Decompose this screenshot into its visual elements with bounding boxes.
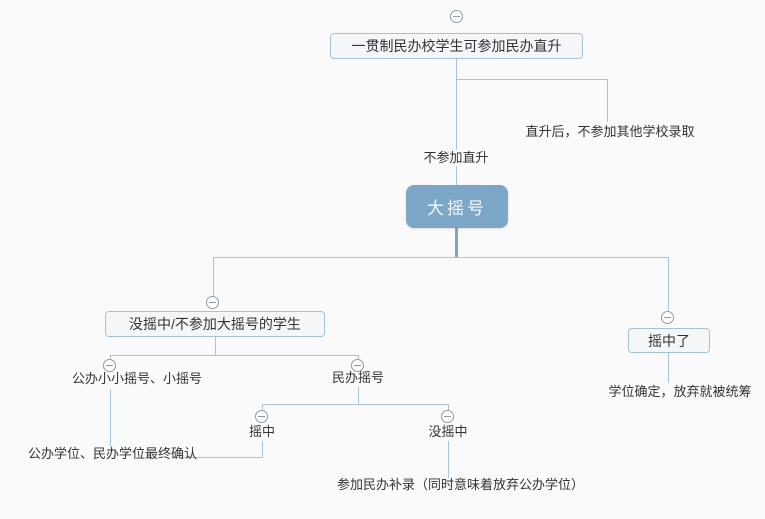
node-big-lottery[interactable]: 大摇号 (406, 185, 508, 228)
label-public-small-lottery[interactable]: 公办小小摇号、小摇号 (71, 371, 202, 386)
label-seat-confirmed[interactable]: 学位确定，放弃就被统筹 (608, 384, 752, 399)
collapse-toggle[interactable] (255, 410, 268, 423)
label-won[interactable]: 摇中 (248, 424, 275, 439)
connector-line (607, 79, 608, 122)
label-final-confirmation[interactable]: 公办学位、民办学位最终确认 (28, 446, 198, 461)
connector-line (668, 353, 669, 383)
connector-line (456, 59, 457, 150)
collapse-toggle[interactable] (206, 296, 219, 309)
connector-line (456, 79, 608, 80)
collapse-toggle[interactable] (103, 359, 116, 372)
minus-icon (444, 416, 451, 417)
connector-line (358, 387, 359, 405)
label-after-promotion[interactable]: 直升后，不参加其他学校录取 (525, 124, 695, 139)
label-no-promotion[interactable]: 不参加直升 (423, 150, 489, 165)
connector-line (213, 257, 214, 297)
minus-icon (453, 16, 460, 17)
minus-icon (258, 416, 265, 417)
minus-icon (354, 365, 361, 366)
connector-line (110, 355, 111, 360)
node-private-direct-promotion[interactable]: 一贯制民办校学生可参加民办直升 (330, 33, 583, 59)
connector-line (213, 257, 669, 258)
minus-icon (106, 365, 113, 366)
collapse-toggle[interactable] (441, 410, 454, 423)
connector-trunk-line (455, 228, 458, 258)
connector-line (262, 404, 449, 405)
connector-line (262, 441, 263, 458)
collapse-toggle[interactable] (661, 311, 674, 324)
connector-line (448, 404, 449, 411)
connector-line (110, 355, 359, 356)
node-lottery-won[interactable]: 摇中了 (628, 328, 710, 353)
connector-line (456, 166, 457, 186)
label-private-supplementary[interactable]: 参加民办补录（同时意味着放弃公办学位） (337, 477, 585, 492)
collapse-toggle[interactable] (450, 10, 463, 23)
connector-line (172, 457, 263, 458)
label-not-won[interactable]: 没摇中 (428, 424, 468, 439)
collapse-toggle[interactable] (351, 359, 364, 372)
label-private-lottery[interactable]: 民办摇号 (331, 370, 384, 385)
connector-line (668, 257, 669, 312)
connector-line (110, 389, 111, 447)
connector-line (448, 441, 449, 478)
minus-icon (209, 302, 216, 303)
connector-line (358, 355, 359, 360)
node-not-won-or-skipped[interactable]: 没摇中/不参加大摇号的学生 (105, 311, 325, 337)
connector-line (262, 404, 263, 411)
connector-line (215, 337, 216, 356)
minus-icon (664, 317, 671, 318)
